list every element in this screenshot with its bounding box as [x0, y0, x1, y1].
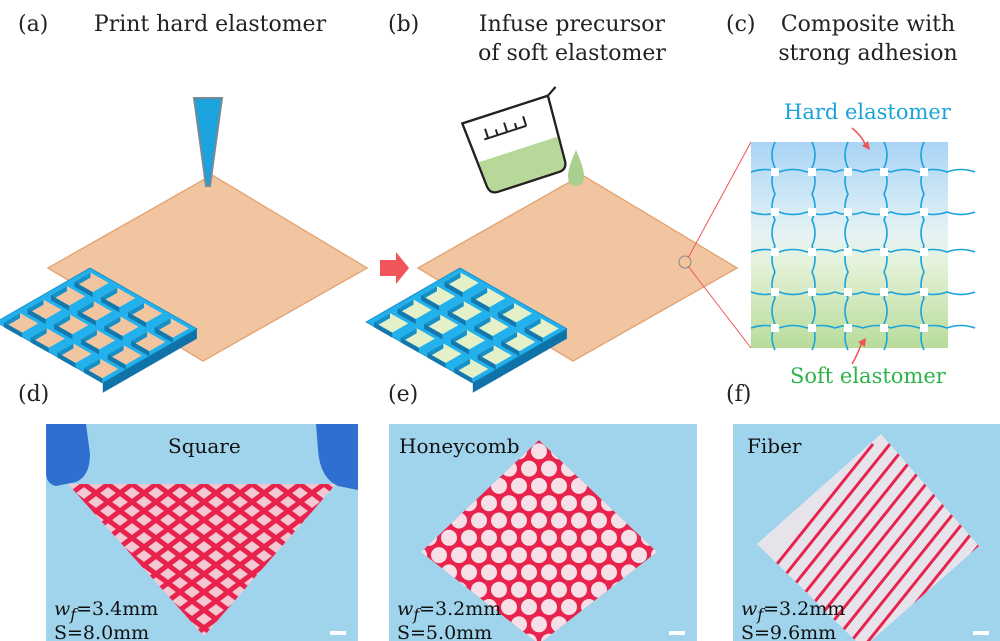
- print-nozzle: [194, 98, 222, 186]
- photo-f-name: Fiber: [747, 434, 801, 458]
- photo-f-wf: wf=3.2mm: [741, 598, 845, 624]
- precursor-drop: [568, 150, 584, 186]
- panel-d-label: (d): [18, 382, 49, 407]
- beaker-icon: [460, 87, 580, 196]
- hard-elastomer-label: Hard elastomer: [784, 100, 951, 124]
- panel-f-label: (f): [726, 382, 751, 407]
- panel-e-label: (e): [388, 382, 418, 407]
- photo-d-name: Square: [168, 434, 241, 458]
- photo-fiber: Fiber wf=3.2mm S=9.6mm: [733, 424, 1000, 641]
- zoom-line-top: [688, 142, 751, 258]
- photo-e-wf: wf=3.2mm: [397, 598, 501, 624]
- photo-e-s: S=5.0mm: [397, 622, 492, 641]
- photo-d-s: S=8.0mm: [54, 622, 149, 641]
- photo-honeycomb: Honeycomb wf=3.2mm S=5.0mm: [389, 424, 697, 641]
- right-glove: [316, 424, 358, 490]
- soft-elastomer-label: Soft elastomer: [790, 364, 946, 388]
- scale-bar-d: [330, 631, 346, 635]
- photo-d-wf: wf=3.4mm: [54, 598, 158, 624]
- scale-bar-f: [973, 631, 989, 635]
- scale-bar-e: [669, 631, 685, 635]
- left-glove: [46, 424, 90, 486]
- photo-f-s: S=9.6mm: [741, 622, 836, 641]
- photo-square: Square wf=3.4mm S=8.0mm: [46, 424, 358, 641]
- process-arrow: [380, 252, 409, 284]
- photo-e-name: Honeycomb: [399, 434, 520, 458]
